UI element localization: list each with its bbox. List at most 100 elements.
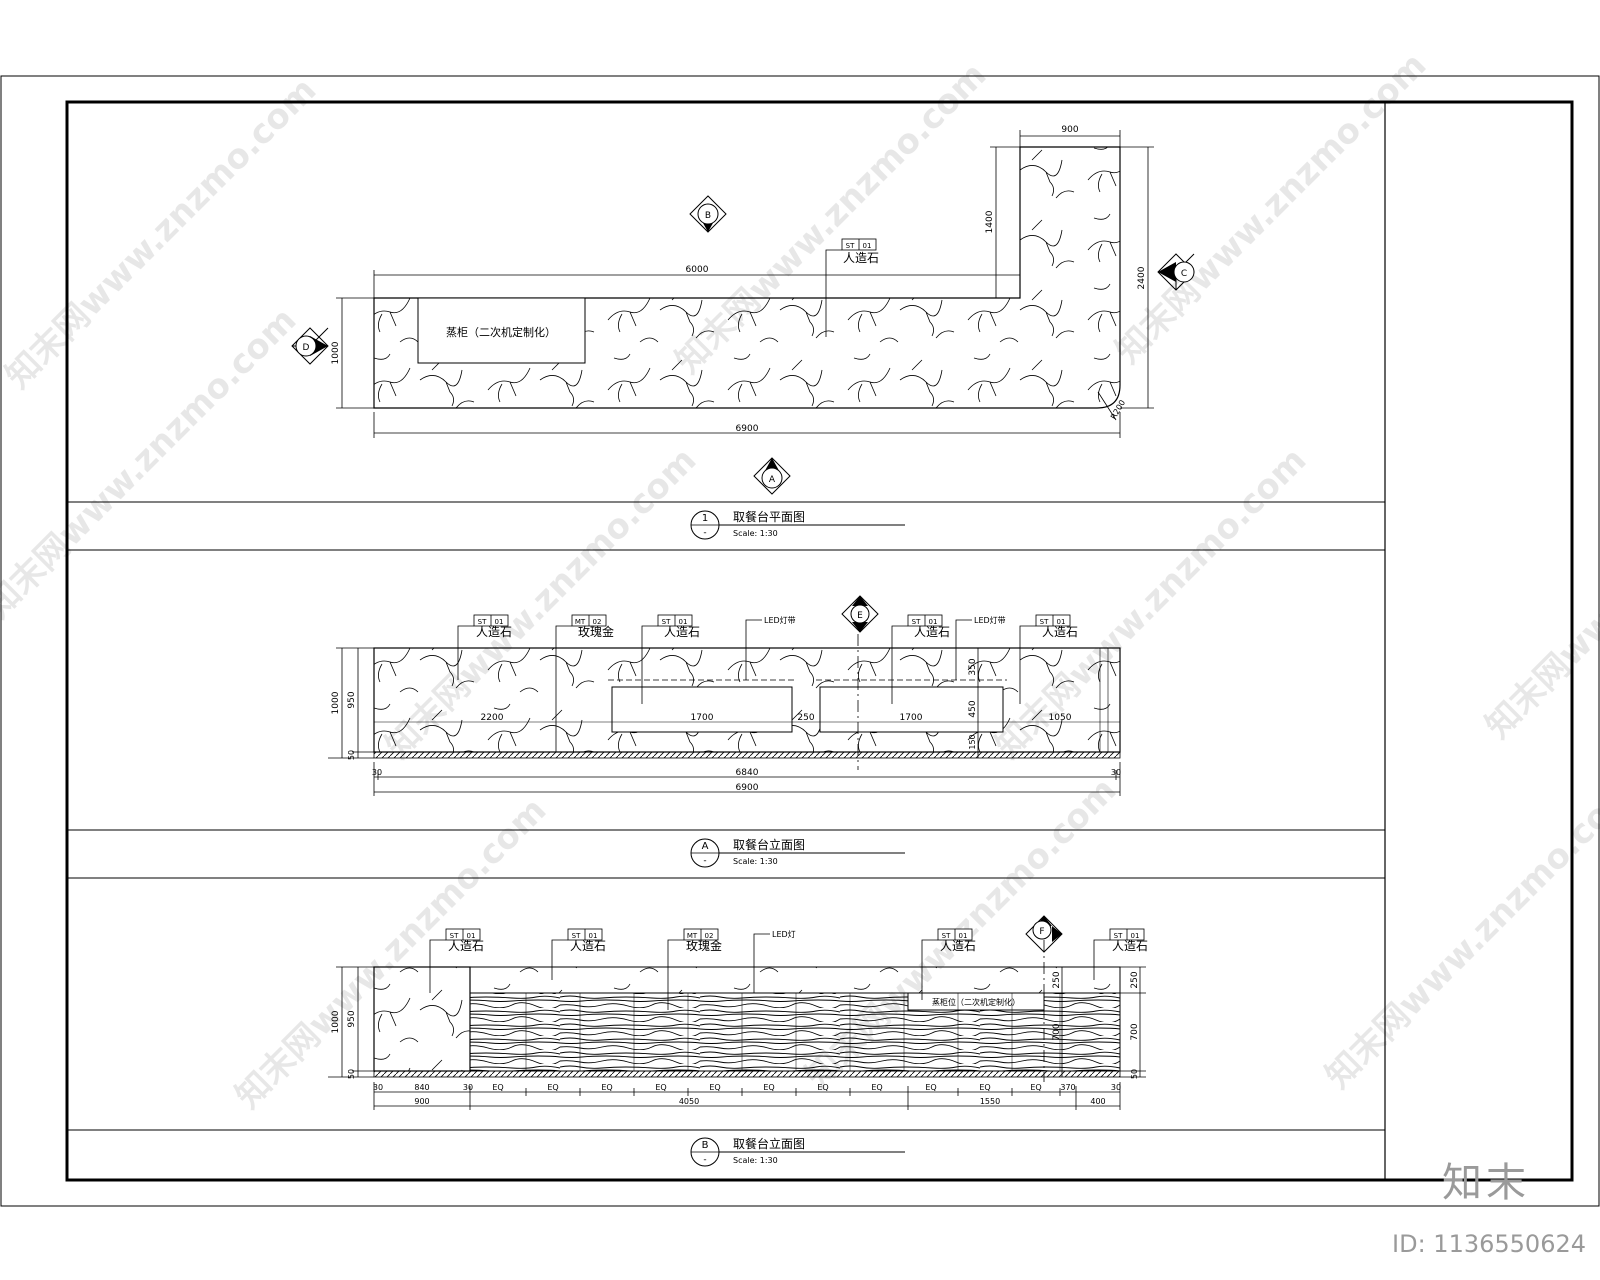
marker-e-label: E <box>857 611 863 621</box>
elev-b-dim-g3: 1550 <box>980 1097 1000 1106</box>
elev-b-dim-mid-top: 250 <box>1052 971 1062 988</box>
elev-b-box-label: 蒸柜位（二次机定制化） <box>932 997 1020 1007</box>
brand-logo: 知末 <box>1442 1160 1530 1206</box>
tag-code: ST <box>450 932 459 940</box>
tag-code: ST <box>942 932 951 940</box>
plan-dim-top-width: 6000 <box>686 265 709 275</box>
tag-code: ST <box>478 618 487 626</box>
elev-a-dim-h-body: 950 <box>347 691 357 708</box>
elev-a-dim-v-open: 450 <box>968 700 978 717</box>
tag-material: 人造石 <box>940 939 976 953</box>
elev-b-tag: ST 01 人造石 <box>1093 928 1148 980</box>
watermark: 知末网www.znzmo.com <box>1318 770 1600 1096</box>
eq-label: EQ <box>979 1083 990 1092</box>
watermark: 知末网www.znzmo.com <box>1478 420 1600 746</box>
tag-num: 01 <box>929 618 938 626</box>
elev-b-title-block: B - 取餐台立面图 Scale: 1:30 <box>690 1136 905 1167</box>
elev-a-dim-h-base: 50 <box>347 750 356 760</box>
elev-b-dim-r-body: 700 <box>1130 1023 1140 1040</box>
plan-dim-right-width: 900 <box>1061 125 1078 135</box>
tag-material: 人造石 <box>448 939 484 953</box>
led-label: LED灯带 <box>974 615 1006 625</box>
plan-steamer-recess <box>417 297 586 364</box>
elev-b-dim-r-base: 50 <box>1130 1069 1139 1079</box>
sheet-frame <box>0 75 1600 1207</box>
tag-material: 人造石 <box>914 625 950 639</box>
elev-b-tag: ST 01 人造石 <box>921 928 976 1000</box>
tag-material: 人造石 <box>664 625 700 639</box>
plan-recess-label: 蒸柜（二次机定制化） <box>446 325 556 339</box>
plan-tag-code: ST <box>846 242 855 250</box>
eq-label: EQ <box>655 1083 666 1092</box>
elev-a-title-num: A <box>702 841 709 852</box>
elev-b-dim-g2: 4050 <box>679 1097 699 1106</box>
tag-code: ST <box>662 618 671 626</box>
watermarks: 知末网www.znzmo.com 知末网www.znzmo.com 知末网www… <box>0 45 1600 1116</box>
elev-a-tag: ST 01 人造石 <box>891 614 950 704</box>
tag-num: 02 <box>593 618 602 626</box>
elev-b-dim-d0: 30 <box>373 1083 383 1092</box>
plan-marker-c-label: C <box>1181 269 1187 279</box>
elev-b-tag: ST 01 人造石 <box>551 928 606 980</box>
plan-title-sub: - <box>703 528 706 538</box>
tag-material: 人造石 <box>570 939 606 953</box>
plan-dim-return-height: 1400 <box>985 210 995 233</box>
elev-b-dim-d4: 30 <box>1111 1083 1121 1092</box>
elev-b-title-sub: - <box>703 1155 706 1165</box>
tag-num: 02 <box>705 932 714 940</box>
elev-b-dim-d2: 30 <box>463 1083 473 1092</box>
elev-b-tag: MT 02 玫瑰金 <box>667 928 722 1010</box>
plan-marker-b: B <box>689 195 727 233</box>
elev-b-tag: ST 01 人造石 <box>429 928 484 993</box>
plan-material-tag: ST 01 人造石 <box>825 238 879 337</box>
tag-material: 玫瑰金 <box>578 624 614 639</box>
plan-dim-right-height: 2400 <box>1137 266 1147 289</box>
elev-b-dim-mid-body: 700 <box>1052 1023 1062 1040</box>
plan-view: 蒸柜（二次机定制化） 6000 900 1000 1400 2400 6900 … <box>291 125 1195 540</box>
elev-b-dim-g4: 400 <box>1090 1097 1105 1106</box>
tag-material: 人造石 <box>1042 625 1078 639</box>
eq-label: EQ <box>763 1083 774 1092</box>
elev-b-dim-h-body: 950 <box>347 1010 357 1027</box>
led-label: LED灯 <box>772 929 796 939</box>
marker-f-label: F <box>1039 927 1044 937</box>
tag-code: MT <box>687 932 698 940</box>
elev-a-tag: ST 01 人造石 <box>457 614 512 680</box>
elevation-a: 1000 950 50 2200 1700 250 1700 1050 350 … <box>328 595 1121 868</box>
elev-b-base <box>373 1070 1121 1078</box>
elev-b-dim-g1: 900 <box>414 1097 429 1106</box>
elev-a-dim-gap: 250 <box>797 713 814 723</box>
elev-a-opening-2 <box>819 686 1004 733</box>
elev-a-dim-opening-1: 1700 <box>691 713 714 723</box>
plan-dim-total-width: 6900 <box>736 424 759 434</box>
eq-label: EQ <box>925 1083 936 1092</box>
elev-a-dim-v-bottom: 150 <box>968 734 977 749</box>
tag-material: 人造石 <box>476 625 512 639</box>
tag-code: ST <box>912 618 921 626</box>
plan-marker-d-label: D <box>303 343 310 353</box>
elevation-b: 蒸柜位（二次机定制化） <box>328 915 1148 1167</box>
plan-tag-material: 人造石 <box>843 251 879 265</box>
elev-b-scale: Scale: 1:30 <box>733 1156 778 1165</box>
tag-num: 01 <box>495 618 504 626</box>
plan-scale: Scale: 1:30 <box>733 529 778 538</box>
elev-a-scale: Scale: 1:30 <box>733 857 778 866</box>
plan-tag-num: 01 <box>863 242 872 250</box>
tag-num: 01 <box>589 932 598 940</box>
eq-label: EQ <box>492 1083 503 1092</box>
plan-marker-d: D <box>291 327 329 365</box>
elev-b-led-label: LED灯 <box>753 929 796 993</box>
elev-b-dim-h-total: 1000 <box>331 1010 341 1033</box>
elev-b-title-num: B <box>702 1140 709 1151</box>
elev-a-dim-v-top: 350 <box>968 658 978 675</box>
elev-a-dim-total: 6900 <box>736 783 759 793</box>
elev-b-top-band <box>469 966 1121 994</box>
tag-code: ST <box>1114 932 1123 940</box>
plan-marker-a-label: A <box>769 475 776 485</box>
elev-b-dim-d3: 370 <box>1060 1083 1075 1092</box>
elev-b-left-panel <box>373 966 471 1072</box>
tag-code: MT <box>575 618 586 626</box>
elev-a-marker-e: E <box>841 595 879 633</box>
tag-code: ST <box>1040 618 1049 626</box>
elev-b-dim-d1: 840 <box>414 1083 429 1092</box>
